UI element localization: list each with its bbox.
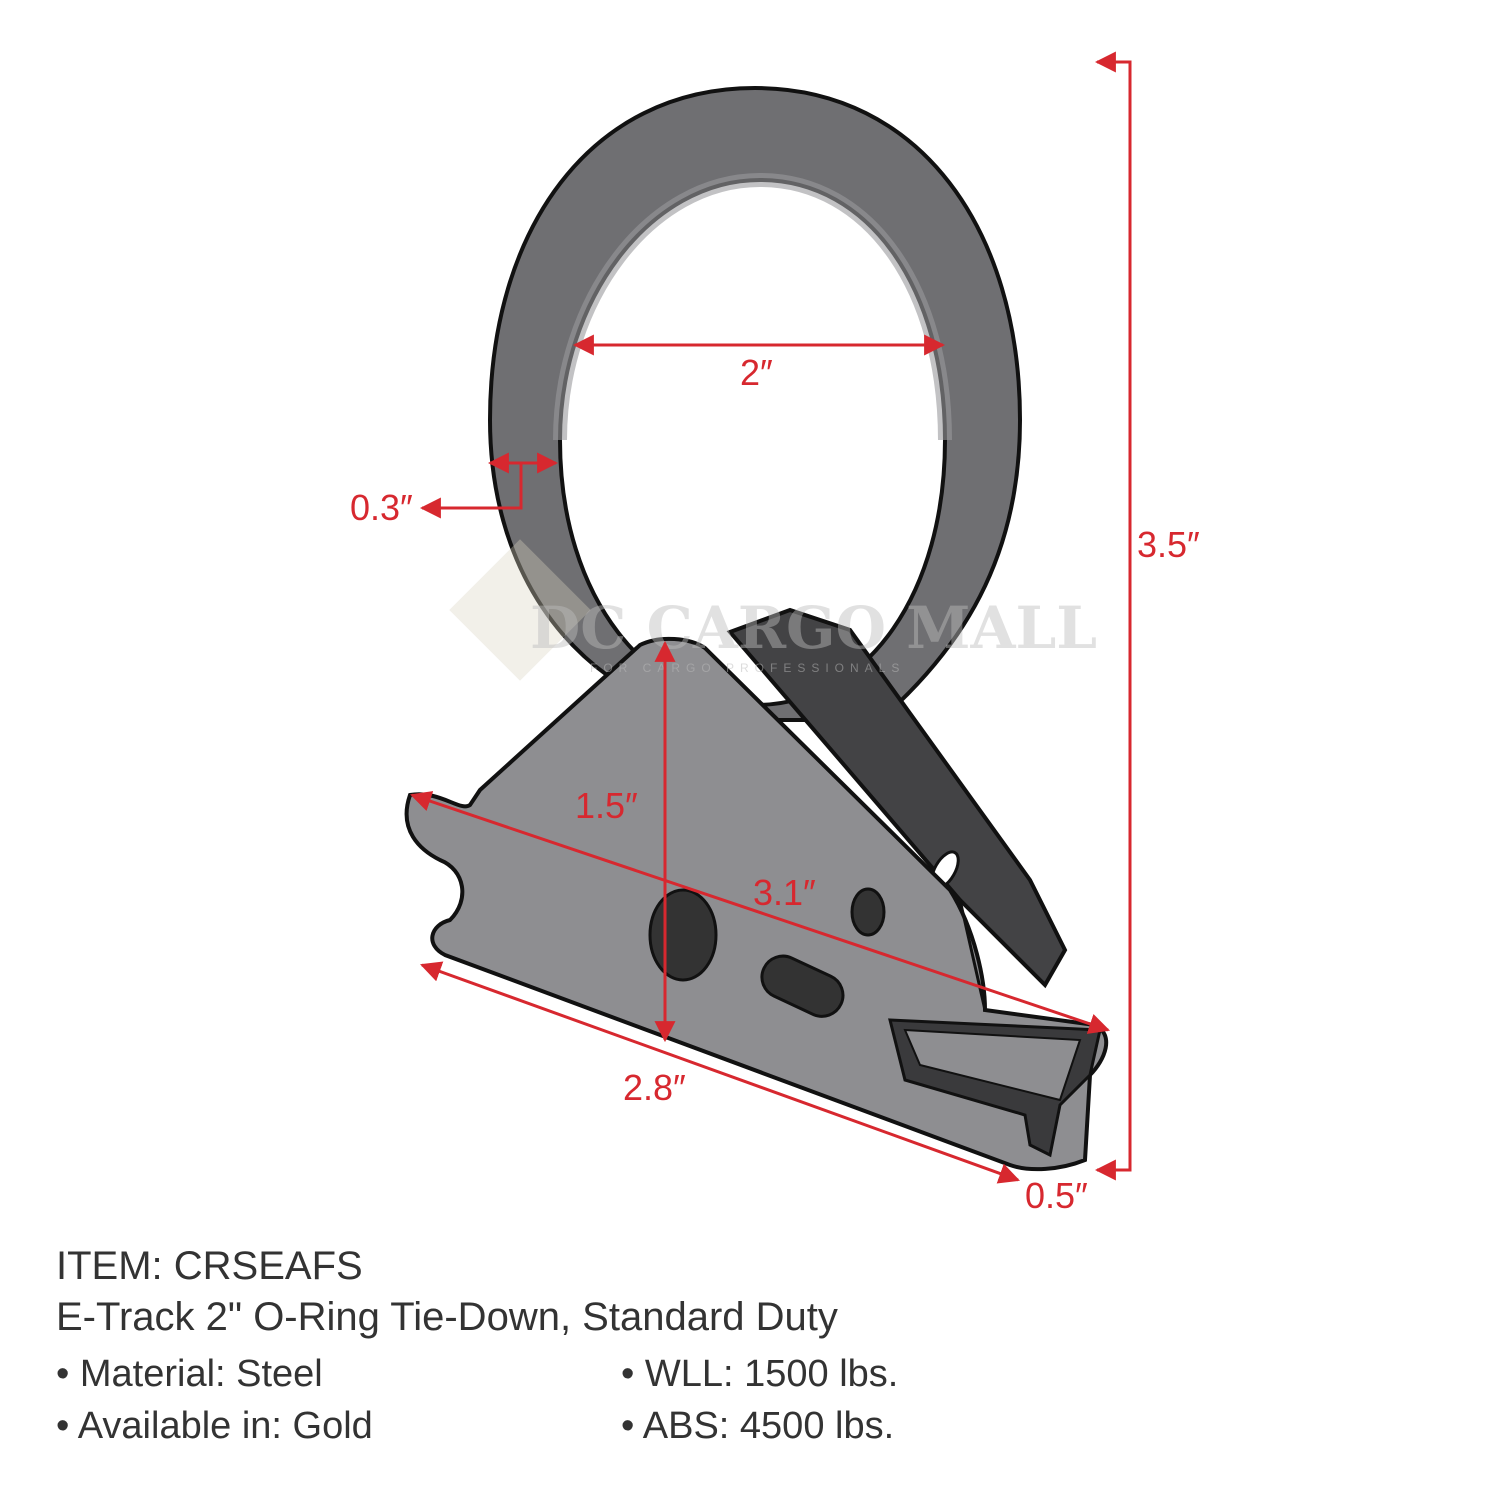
dim-diagonal-length: 3.1″ xyxy=(753,872,816,913)
product-info: ITEM: CRSEAFS E-Track 2" O-Ring Tie-Down… xyxy=(56,1240,1021,1452)
dim-base-length: 2.8″ xyxy=(623,1067,686,1108)
dim-ring-thickness: 0.3″ xyxy=(350,487,413,528)
spec-list: • Material: Steel • WLL: 1500 lbs. • Ava… xyxy=(56,1348,1021,1452)
dim-base-depth: 0.5″ xyxy=(1025,1175,1088,1216)
svg-text:DC CARGO MALL: DC CARGO MALL xyxy=(530,594,1097,662)
mounting-hole xyxy=(648,888,718,982)
spec-material: • Material: Steel xyxy=(56,1353,323,1395)
item-number: ITEM: CRSEAFS xyxy=(56,1244,363,1288)
spec-abs: • ABS: 4500 lbs. xyxy=(621,1405,895,1447)
dimension-lines xyxy=(410,51,1132,1184)
spec-availability: • Available in: Gold xyxy=(56,1405,373,1447)
spec-wll: • WLL: 1500 lbs. xyxy=(621,1353,899,1395)
dim-ring-diameter: 2″ xyxy=(740,352,773,393)
product-title: E-Track 2" O-Ring Tie-Down, Standard Dut… xyxy=(56,1295,838,1339)
svg-text:FOR CARGO PROFESSIONALS: FOR CARGO PROFESSIONALS xyxy=(590,661,905,675)
dim-total-height: 3.5″ xyxy=(1137,524,1200,565)
dim-base-height: 1.5″ xyxy=(575,785,638,826)
